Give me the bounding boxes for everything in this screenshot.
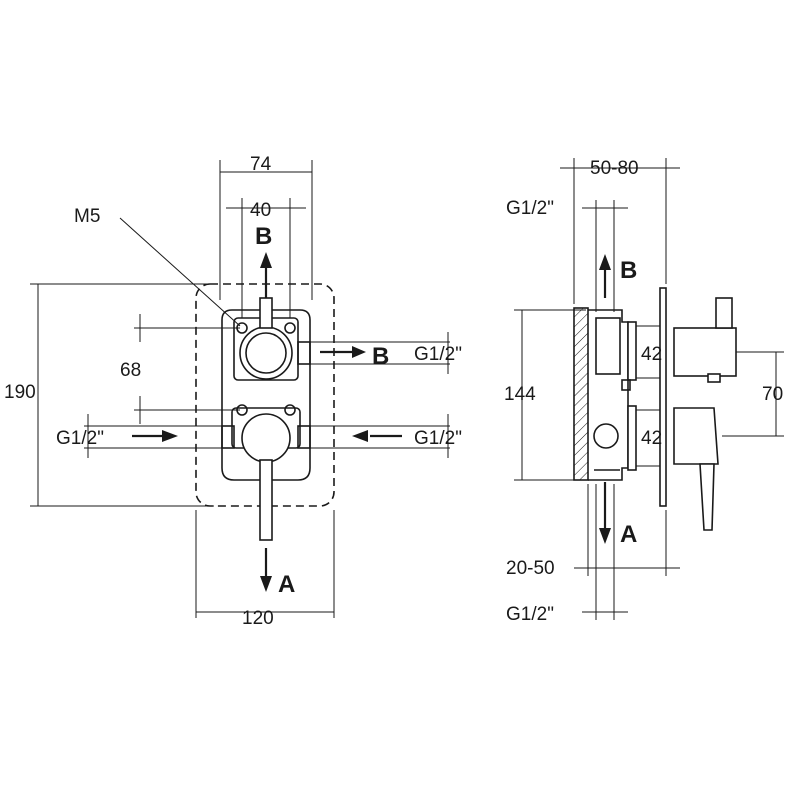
front-trim-plate bbox=[659, 287, 667, 507]
side-outlet-b-arrow: B bbox=[599, 254, 637, 298]
dim-width-120: 120 bbox=[195, 510, 335, 629]
outlet-b-top-arrow: B bbox=[255, 223, 272, 298]
outlet-b-side-label: B bbox=[372, 343, 389, 370]
side-thread-bottom: G1/2" bbox=[506, 484, 628, 625]
dim-height-68: 68 bbox=[120, 314, 240, 424]
side-body bbox=[588, 309, 629, 481]
dim-width-40: 40 bbox=[226, 198, 306, 318]
thread-right-upper-label: G1/2" bbox=[414, 344, 462, 365]
lower-valve bbox=[221, 404, 311, 541]
outlet-a-arrow: A bbox=[260, 548, 295, 598]
dim-depth-20-50: 20-50 bbox=[506, 484, 680, 579]
thread-right-lower: G1/2" bbox=[300, 414, 462, 458]
dim-70-label: 70 bbox=[762, 384, 783, 405]
front-view: 74 40 M5 B B bbox=[4, 154, 462, 629]
outlet-b-top-label: B bbox=[255, 223, 272, 250]
upper-cover-plate bbox=[627, 321, 637, 381]
side-thread-top: G1/2" bbox=[506, 198, 628, 312]
side-thread-top-label: G1/2" bbox=[506, 198, 554, 219]
dim-144-label: 144 bbox=[504, 384, 536, 405]
upper-valve-inner-ring bbox=[245, 332, 287, 374]
thread-right-lower-label: G1/2" bbox=[414, 428, 462, 449]
lower-handle bbox=[673, 407, 719, 531]
lower-cover-plate bbox=[627, 405, 637, 471]
dim-20-50-label: 20-50 bbox=[506, 558, 555, 579]
spacer bbox=[621, 379, 631, 391]
side-thread-bottom-label: G1/2" bbox=[506, 604, 554, 625]
dim-height-190: 190 bbox=[4, 283, 214, 507]
m5-label: M5 bbox=[74, 206, 100, 227]
dim-40-label: 40 bbox=[250, 200, 271, 221]
side-lower-cartridge bbox=[593, 423, 619, 449]
side-outlet-coupling bbox=[297, 341, 311, 365]
thread-left-label: G1/2" bbox=[56, 428, 104, 449]
wall-section bbox=[573, 307, 589, 481]
dim-120-label: 120 bbox=[242, 608, 274, 629]
side-outlet-a-arrow: A bbox=[599, 482, 637, 548]
lower-valve-disc bbox=[241, 413, 291, 463]
top-outlet-stub bbox=[259, 297, 273, 329]
dim-68-label: 68 bbox=[120, 360, 141, 381]
outlet-b-side-arrow: B bbox=[320, 343, 389, 370]
upper-handle bbox=[673, 297, 737, 383]
thread-left: G1/2" bbox=[56, 414, 232, 458]
dim-spacing-70: 70 bbox=[722, 351, 784, 437]
side-outlet-a-label: A bbox=[620, 521, 637, 548]
side-outlet-b-label: B bbox=[620, 257, 637, 284]
thread-right-upper: G1/2" bbox=[300, 332, 462, 374]
side-upper-cartridge bbox=[595, 317, 621, 375]
body-plate bbox=[221, 309, 311, 481]
outlet-a-label: A bbox=[278, 571, 295, 598]
bolt bbox=[284, 404, 296, 416]
bottom-outlet-stem bbox=[259, 459, 273, 541]
dim-height-144: 144 bbox=[504, 309, 586, 481]
dim-50-80-label: 50-80 bbox=[590, 158, 639, 179]
dim-depth-50-80: 50-80 bbox=[560, 158, 680, 304]
module-lower-label: 42 bbox=[641, 428, 662, 449]
upper-valve-outer-ring bbox=[239, 326, 293, 380]
dim-74-label: 74 bbox=[250, 154, 272, 175]
bolt bbox=[284, 322, 296, 334]
module-upper-label: 42 bbox=[641, 344, 662, 365]
dim-width-74: 74 bbox=[219, 154, 313, 300]
thread-m5-callout: M5 bbox=[74, 206, 241, 327]
side-view: 42 42 50-80 G1/2" B bbox=[504, 158, 784, 625]
dim-190-label: 190 bbox=[4, 382, 36, 403]
